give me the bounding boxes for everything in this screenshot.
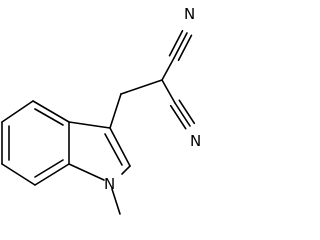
triple-bond-lower-2 — [178, 99, 196, 125]
bond-n1-c7a — [68, 163, 105, 181]
bond-n1-methyl — [111, 188, 121, 215]
bond-c-cn-upper — [161, 57, 175, 81]
bond-ch2-c3 — [109, 93, 122, 129]
triple-bond-lower-1 — [174, 102, 191, 127]
triple-bond-upper-3 — [168, 29, 184, 57]
triple-bond-upper-1 — [173, 32, 188, 59]
bond-c3-c2-double — [104, 133, 123, 166]
triple-bond-lower-3 — [169, 104, 187, 130]
nitrogen-label-top: N — [184, 5, 195, 23]
triple-bond-upper-2 — [177, 34, 193, 62]
bond-c7-c7a — [34, 163, 70, 186]
bond-c3a-c4-double — [34, 108, 64, 126]
bond-c4-c5 — [1, 100, 34, 123]
structure-diagram: N N N — [1, 5, 201, 215]
bond-c7-c7a-double — [34, 159, 64, 178]
nitrogen-label-ring: N — [104, 175, 115, 193]
bond-c-cn-lower — [161, 79, 176, 104]
nitrogen-label-bottom: N — [190, 132, 201, 150]
bond-c2-n1 — [121, 165, 131, 175]
bond-c3-c2 — [109, 127, 131, 167]
atom-labels: N N N — [104, 5, 201, 193]
bonds — [1, 29, 196, 215]
bond-c6-c7 — [1, 163, 36, 186]
bond-c3a-c4 — [32, 100, 70, 123]
bond-ch-ch2 — [120, 79, 163, 95]
bond-c3-c3a — [68, 121, 111, 129]
